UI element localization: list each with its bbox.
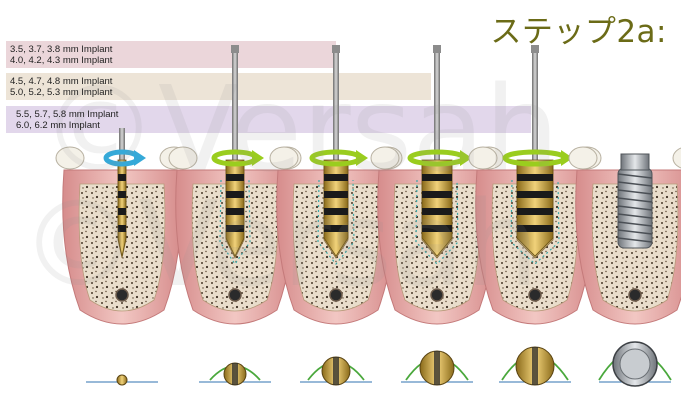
stage-6 xyxy=(569,147,681,324)
bur-depth-band xyxy=(226,225,244,232)
cross-section-2 xyxy=(199,363,271,385)
tooth-left xyxy=(56,147,84,169)
bur-depth-band xyxy=(324,174,348,181)
tooth-left xyxy=(371,147,399,169)
bur-depth-band xyxy=(118,208,126,215)
cross-section-1 xyxy=(86,375,158,385)
cross-section-4 xyxy=(401,351,473,385)
bur-shank xyxy=(333,45,339,160)
implant-platform xyxy=(620,349,650,379)
band-3-line-2: 6.0, 6.2 mm Implant xyxy=(16,120,118,131)
bur-hub xyxy=(433,45,441,53)
implant-collar xyxy=(621,154,649,170)
cross-section-5 xyxy=(499,347,571,385)
bur-depth-band xyxy=(422,174,452,181)
bur-depth-band xyxy=(324,208,348,215)
nerve-canal xyxy=(116,289,128,301)
band-2-line-2: 5.0, 5.2, 5.3 mm Implant xyxy=(10,87,112,98)
bur-depth-band xyxy=(422,208,452,215)
bur-depth-band xyxy=(324,225,348,232)
flute-mark xyxy=(333,357,339,385)
bur-depth-band xyxy=(517,191,553,198)
bur-depth-band xyxy=(422,191,452,198)
bur-shank xyxy=(434,45,440,160)
bur-depth-band xyxy=(517,174,553,181)
tooth-left xyxy=(569,147,597,169)
bur-shank xyxy=(532,45,538,160)
band-1-line-1: 3.5, 3.7, 3.8 mm Implant xyxy=(10,44,112,55)
bur-depth-band xyxy=(226,208,244,215)
bur-hub xyxy=(332,45,340,53)
rotation-arrowhead xyxy=(252,150,264,166)
bur-depth-band xyxy=(226,174,244,181)
cross-section-3 xyxy=(300,357,372,385)
step-title: ステップ2a: xyxy=(490,6,667,51)
bur-depth-band xyxy=(118,225,126,232)
bur-depth-band xyxy=(118,191,126,198)
flute-mark xyxy=(532,347,538,385)
band-3-label: 5.5, 5.7, 5.8 mm Implant 6.0, 6.2 mm Imp… xyxy=(16,109,118,131)
bur-depth-band xyxy=(226,191,244,198)
band-3-line-1: 5.5, 5.7, 5.8 mm Implant xyxy=(16,109,118,120)
flute-mark xyxy=(232,363,238,385)
nerve-canal xyxy=(629,289,641,301)
bur-hub xyxy=(231,45,239,53)
bur-cross-section xyxy=(117,375,127,385)
rotation-arrowhead xyxy=(356,150,368,166)
band-1-line-2: 4.0, 4.2, 4.3 mm Implant xyxy=(10,55,112,66)
bur-depth-band xyxy=(422,225,452,232)
tooth-left xyxy=(270,147,298,169)
nerve-canal xyxy=(431,289,443,301)
band-2-label: 4.5, 4.7, 4.8 mm Implant 5.0, 5.2, 5.3 m… xyxy=(10,76,112,98)
band-2-line-1: 4.5, 4.7, 4.8 mm Implant xyxy=(10,76,112,87)
nerve-canal xyxy=(529,289,541,301)
bur-depth-band xyxy=(118,174,126,181)
bur-depth-band xyxy=(517,208,553,215)
tooth-left xyxy=(469,147,497,169)
tooth-right xyxy=(673,147,681,169)
tooth-left xyxy=(169,147,197,169)
nerve-canal xyxy=(330,289,342,301)
bur-shank xyxy=(119,128,125,160)
flute-mark xyxy=(434,351,440,385)
stage-1 xyxy=(56,128,188,324)
band-1-label: 3.5, 3.7, 3.8 mm Implant 4.0, 4.2, 4.3 m… xyxy=(10,44,112,66)
bur-depth-band xyxy=(324,191,348,198)
bur-depth-band xyxy=(517,225,553,232)
cross-section-6 xyxy=(599,342,671,386)
rotation-arrowhead xyxy=(134,150,146,166)
bur-shank xyxy=(232,45,238,160)
nerve-canal xyxy=(229,289,241,301)
